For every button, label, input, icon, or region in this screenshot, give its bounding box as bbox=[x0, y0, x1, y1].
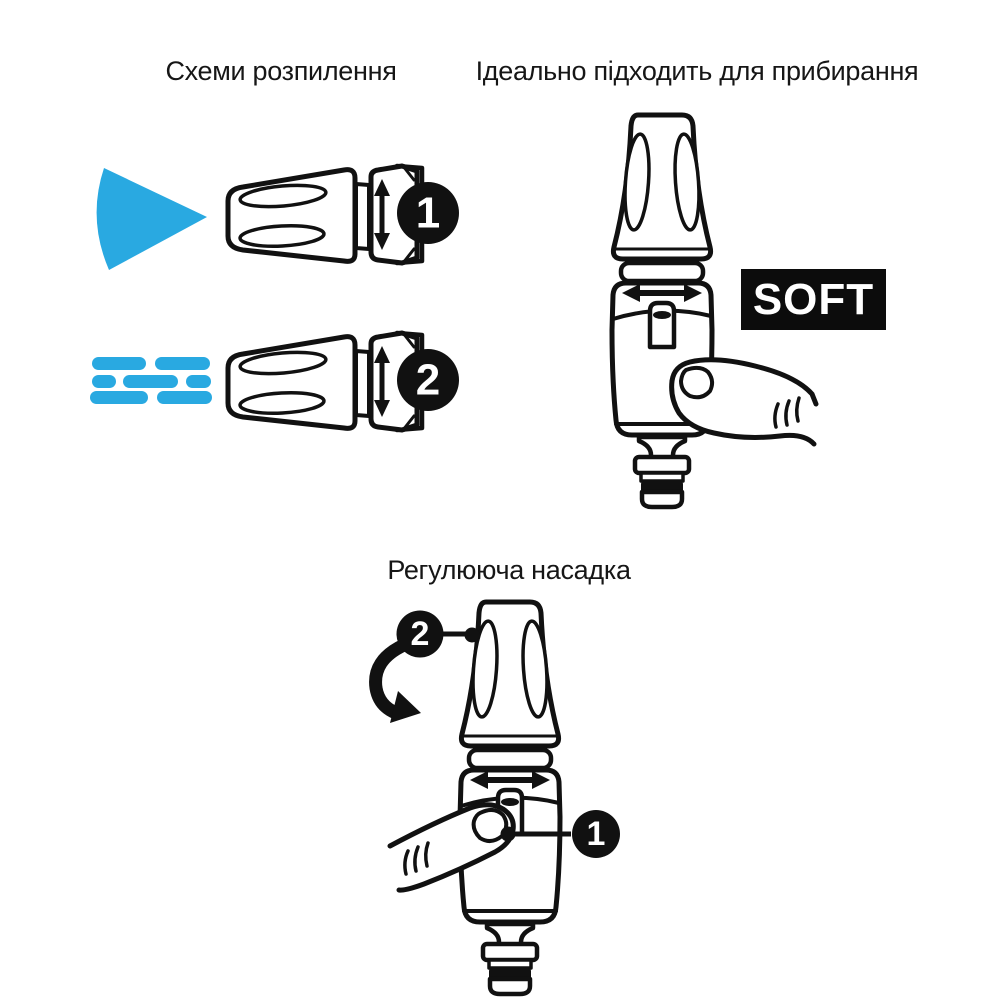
pointing-finger-icon bbox=[669, 357, 819, 447]
step-badge-1: 1 bbox=[397, 182, 459, 244]
step-badge-1-number: 1 bbox=[416, 189, 440, 238]
rotate-arrow-icon bbox=[369, 639, 421, 723]
cleaning-title: Ідеально підходить для прибирання bbox=[475, 56, 919, 86]
flat-jet-spray-icon bbox=[90, 357, 212, 404]
fingernail-icon bbox=[678, 365, 715, 400]
adjustable-nozzle-title: Регулююча насадка bbox=[387, 555, 631, 585]
step-badge-2-number: 2 bbox=[416, 356, 440, 405]
callout-trigger: 1 bbox=[500, 810, 620, 858]
fingernail-icon bbox=[471, 808, 509, 843]
knuckle-creases bbox=[773, 396, 801, 429]
nozzle-front-view bbox=[612, 115, 712, 507]
adjustable-figure: 2 1 bbox=[369, 602, 620, 994]
knuckle-creases bbox=[403, 841, 430, 876]
spray-pattern-row-2: 2 bbox=[90, 333, 459, 430]
nozzle-side-view bbox=[228, 333, 422, 430]
cone-spray-icon bbox=[96, 168, 207, 270]
callout-rotate: 2 bbox=[396, 610, 480, 658]
rotate-badge-number: 2 bbox=[411, 615, 430, 653]
callout-dot bbox=[500, 826, 516, 842]
pressing-hand-icon bbox=[387, 802, 516, 893]
spray-patterns-title: Схеми розпилення bbox=[165, 56, 397, 86]
soft-mode-label: SOFT bbox=[741, 269, 886, 330]
spray-pattern-row-1: 1 bbox=[96, 166, 459, 270]
callout-dot bbox=[464, 627, 480, 643]
cleaning-figure bbox=[612, 115, 819, 507]
nozzle-side-view bbox=[228, 166, 422, 263]
step-badge-2: 2 bbox=[397, 349, 459, 411]
nozzle-front-view bbox=[460, 602, 560, 994]
trigger-badge-number: 1 bbox=[587, 815, 606, 853]
